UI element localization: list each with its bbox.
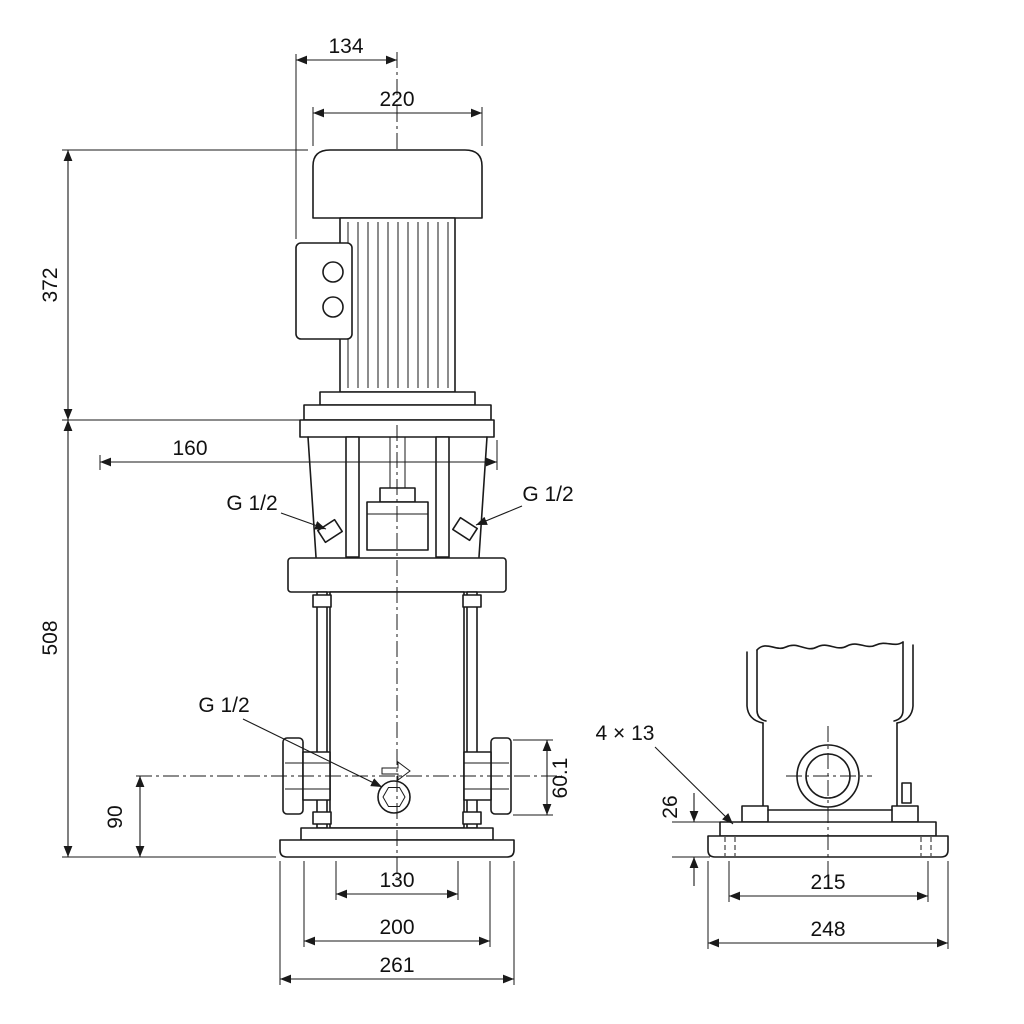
drain-plug [377,761,411,814]
foot-left [741,805,769,823]
terminal-box-gland-bottom [322,296,344,318]
dimension-160: 160 [99,437,498,470]
foot-right [891,805,919,823]
dimension-248: 248 [707,861,949,949]
dimension-508: 508 [39,420,276,858]
dimension-372: 372 [39,149,308,421]
plug-left-label: G 1/2 [226,492,277,515]
staybolt-nut [462,811,482,825]
motor-flange-upper [319,391,476,406]
pump-head [287,419,507,593]
fan-cover [312,149,483,219]
dimension-60-1: 60.1 [513,739,572,816]
terminal-box [295,242,353,340]
motor [295,149,492,421]
callout-g12-right: G 1/2 [475,483,574,526]
dim-215-label: 215 [810,871,845,894]
coupling-guard-left [345,436,360,558]
dim-248-label: 248 [810,918,845,941]
dimension-215: 215 [728,861,929,902]
dim-26-label: 26 [659,795,682,818]
staybolt-nut [312,594,332,608]
coupling-guard-right [435,436,450,558]
dimension-261: 261 [279,861,515,985]
side-view [707,641,949,876]
terminal-box-gland-top [322,261,344,283]
priming-plug-left [317,518,343,544]
side-body [741,641,919,823]
nameplate [901,782,912,804]
dim-372-label: 372 [39,267,62,302]
dim-261-label: 261 [379,954,414,977]
dim-60-1-label: 60.1 [549,758,572,799]
callout-4x13: 4 × 13 [596,722,734,825]
dim-130-label: 130 [379,869,414,892]
callout-g12-drain: G 1/2 [198,694,383,788]
dimension-220: 220 [312,88,483,146]
plug-right-label: G 1/2 [522,483,573,506]
staybolt-nut [312,811,332,825]
front-view [136,52,562,878]
dim-200-label: 200 [379,916,414,939]
break-line [756,641,904,651]
dim-220-label: 220 [379,88,414,111]
dim-160-label: 160 [172,437,207,460]
dimension-134: 134 [295,35,397,239]
dimension-26: 26 [659,793,722,886]
pump-base-front [279,827,515,858]
flow-direction-icon [381,761,411,781]
motor-flange-lower [303,404,492,421]
dim-508-label: 508 [39,620,62,655]
dim-134-label: 134 [328,35,363,58]
plug-drain-label: G 1/2 [198,694,249,717]
dimension-90: 90 [104,776,145,857]
dimension-130: 130 [335,861,459,900]
callout-g12-left: G 1/2 [226,492,327,530]
priming-plug-right [452,516,478,542]
staybolt-nut [462,594,482,608]
dim-90-label: 90 [104,805,127,828]
dimension-200: 200 [303,861,491,947]
holes-4x13-label: 4 × 13 [596,722,655,745]
